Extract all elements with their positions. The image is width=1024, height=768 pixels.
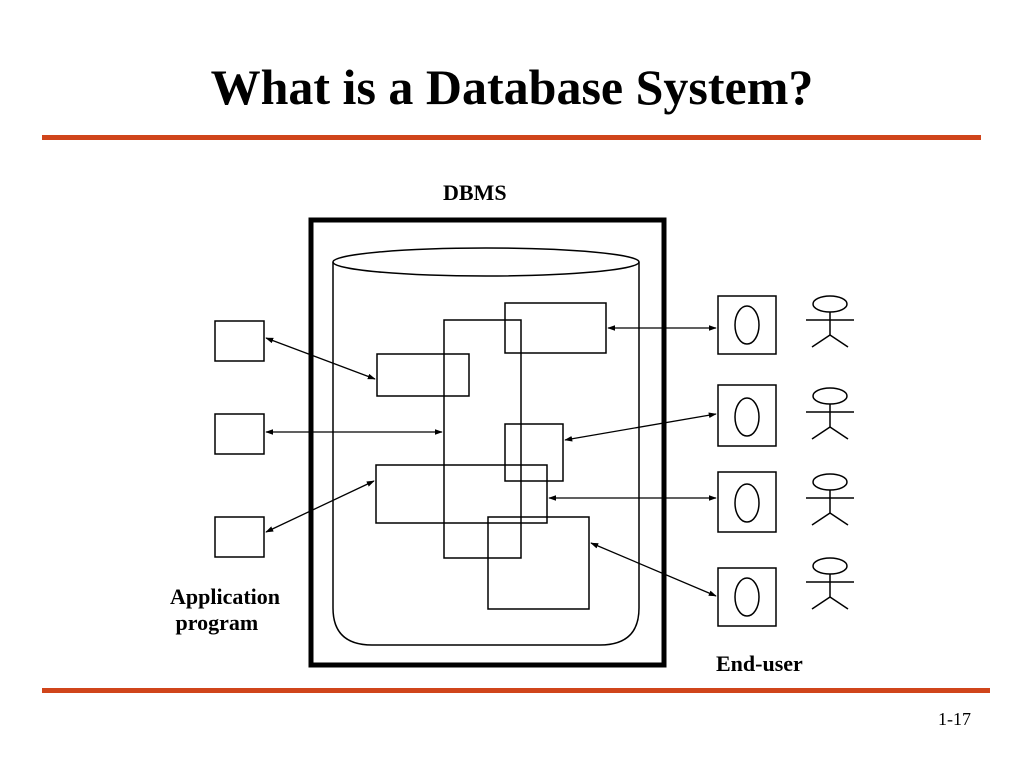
end-user-label: End-user [716,651,803,676]
connection-arrows [265,325,717,597]
component-box [487,516,590,610]
component-box [443,319,522,559]
terminal-icon [717,384,777,447]
title-divider [42,135,981,140]
page-number: 1-17 [938,709,971,729]
component-box [376,353,470,397]
user-to-dbms-arrow [564,412,717,442]
database-cylinder [332,247,640,646]
user-icon [806,295,854,348]
slide-title: What is a Database System? [210,59,814,115]
component-box [504,423,564,482]
dbms-label: DBMS [443,180,507,205]
application-program-box [214,516,265,558]
application-program-box [214,413,265,455]
terminal-icon [717,567,777,627]
end-user-terminals [717,295,777,627]
app-to-dbms-arrow [265,480,375,533]
terminal-icon [717,295,777,355]
user-to-dbms-arrow [590,542,717,597]
footer-divider [42,688,990,693]
component-box [375,464,548,524]
application-program-box [214,320,265,362]
user-icon [806,473,854,526]
user-icon [806,557,854,610]
app-to-dbms-arrow [265,337,376,380]
application-programs [214,320,265,558]
end-user-figures [806,295,854,610]
terminal-icon [717,471,777,533]
dbms-internal-components [375,302,607,610]
component-box [504,302,607,354]
user-icon [806,387,854,440]
application-program-label: Application program [170,584,281,636]
dbms-frame [308,217,667,668]
